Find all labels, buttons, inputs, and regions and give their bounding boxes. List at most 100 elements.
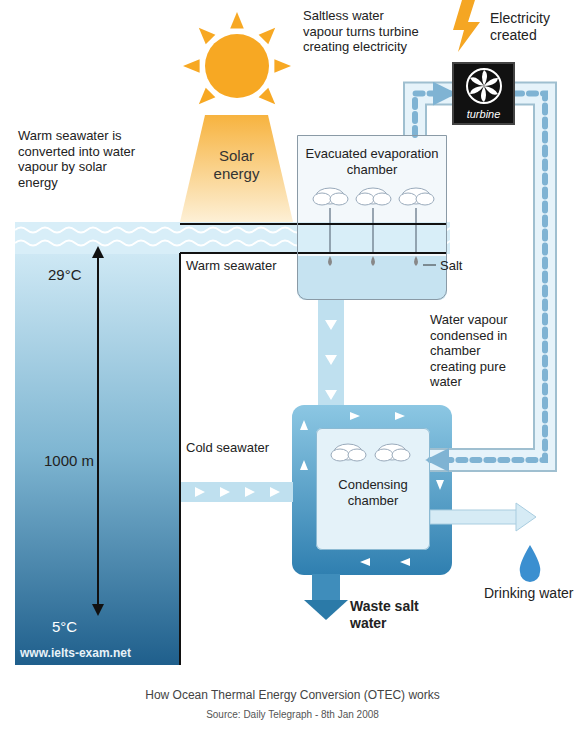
vapour-flow	[430, 94, 545, 460]
turbine-note: Saltless water vapour turns turbine crea…	[303, 8, 421, 55]
seawater-conduit	[300, 420, 308, 430]
node-text: turbine	[454, 108, 513, 121]
waste-outlet	[304, 600, 348, 620]
node-text: Evacuated evaporation chamber	[302, 146, 442, 177]
salt-drops	[328, 256, 332, 266]
evaporation-chamber-body	[297, 135, 447, 300]
sun-rays	[259, 88, 276, 105]
salt-drops	[328, 256, 436, 266]
temperature-label: 5°C	[52, 618, 94, 636]
drinking-water-pipe	[430, 503, 536, 531]
cold-water-pipe	[245, 487, 255, 497]
pipe-wall	[430, 94, 545, 460]
cold-water-pipe	[220, 487, 230, 497]
cold-water-pipe	[270, 487, 280, 497]
sun-rays	[274, 59, 291, 73]
waste-outlet	[304, 574, 348, 620]
drinking-water-pipe	[516, 503, 536, 531]
temperature-depth-arrow	[92, 246, 104, 258]
vapour-flow	[415, 94, 452, 135]
sea	[15, 238, 180, 665]
condensing-clouds	[348, 449, 366, 461]
seawater-conduit	[292, 405, 452, 575]
temperature-depth-arrow	[92, 604, 104, 616]
caption: How Ocean Thermal Energy Conversion (OTE…	[0, 688, 585, 702]
seawater-conduit	[292, 405, 452, 575]
warm-water-down-pipe	[325, 355, 337, 365]
evaporation-chamber-body	[297, 256, 447, 300]
condensing-chamber: Condensing chamber	[316, 428, 430, 550]
vapour-pipe	[415, 94, 452, 135]
turbine-fan-icon	[469, 75, 485, 87]
salt-drops	[423, 265, 436, 266]
source-note: Source: Daily Telegraph - 8th Jan 2008	[0, 709, 585, 721]
condensing-clouds	[331, 449, 349, 461]
sun	[205, 34, 269, 98]
turbine-fan-icon	[467, 69, 501, 103]
warm-sea-boundary	[180, 223, 447, 225]
vapour-clouds	[416, 193, 434, 205]
condensing-clouds	[392, 449, 410, 461]
vapour-pipe	[430, 94, 545, 460]
salt-drops	[414, 256, 418, 266]
water-drop	[520, 545, 541, 582]
seawater-conduit	[316, 428, 430, 550]
vapour-clouds	[329, 208, 331, 252]
vapour-clouds	[373, 193, 391, 205]
warm-water-down-pipe	[325, 390, 337, 400]
pipe-inside	[430, 94, 545, 460]
drinking-water-pipe	[430, 510, 518, 524]
condensing-note: Water vapour condensed in chamber creati…	[430, 312, 530, 390]
sea	[15, 222, 471, 665]
vapour-clouds	[313, 188, 434, 252]
seawater-conduit	[436, 480, 444, 490]
warm-sea-boundary	[180, 252, 447, 254]
outlet-label: Waste salt water	[350, 598, 450, 632]
vapour-clouds	[372, 208, 374, 252]
lightning-bolt	[453, 0, 480, 52]
sea	[15, 222, 450, 254]
solar-note: Warm seawater is converted into water va…	[18, 128, 136, 190]
vapour-clouds	[415, 208, 417, 252]
temperature-depth-arrow	[97, 256, 99, 606]
sun-rays	[183, 12, 291, 104]
turbine-fan-icon	[464, 66, 504, 106]
electricity-note: Electricity created	[490, 10, 580, 44]
sun-rays	[199, 28, 216, 45]
warm-water-down-pipe	[325, 320, 337, 330]
region-label: Warm seawater	[186, 258, 286, 274]
sun-rays	[259, 28, 276, 45]
turbine-box: turbine	[452, 62, 515, 125]
depth-label: 1000 m	[34, 452, 94, 470]
salt-drops	[371, 256, 375, 266]
seawater-conduit	[360, 558, 370, 566]
sun-rays	[199, 88, 216, 105]
cold-water-pipe	[195, 487, 205, 497]
temperature-label: 29°C	[48, 266, 94, 284]
solar-energy-beam: Solar energy	[180, 115, 293, 222]
water-drop	[520, 545, 541, 582]
warm-water-down-pipe	[318, 299, 344, 409]
condensing-clouds	[375, 449, 393, 461]
temperature-depth-arrow	[92, 246, 104, 616]
cold-water-pipe	[181, 482, 293, 502]
node-text: Solar energy	[197, 147, 277, 183]
seawater-conduit	[350, 412, 360, 420]
waste-outlet	[312, 574, 340, 602]
seawater-conduit	[395, 412, 405, 420]
evaporation-chamber-body	[297, 135, 447, 300]
seawater-conduit	[400, 558, 410, 566]
region-label: Cold seawater	[186, 440, 286, 456]
sun-rays	[183, 59, 200, 73]
solar-beam-shape	[180, 115, 293, 222]
vapour-clouds	[313, 193, 331, 205]
pipe-wall	[415, 94, 452, 135]
node-text: Condensing chamber	[323, 477, 423, 508]
vapour-clouds	[356, 193, 374, 205]
warm-sea-boundary	[179, 253, 181, 665]
salt-label: Salt	[440, 258, 480, 274]
sun	[183, 12, 291, 104]
evaporation-chamber-body	[297, 222, 447, 254]
lightning-bolt	[453, 0, 480, 52]
